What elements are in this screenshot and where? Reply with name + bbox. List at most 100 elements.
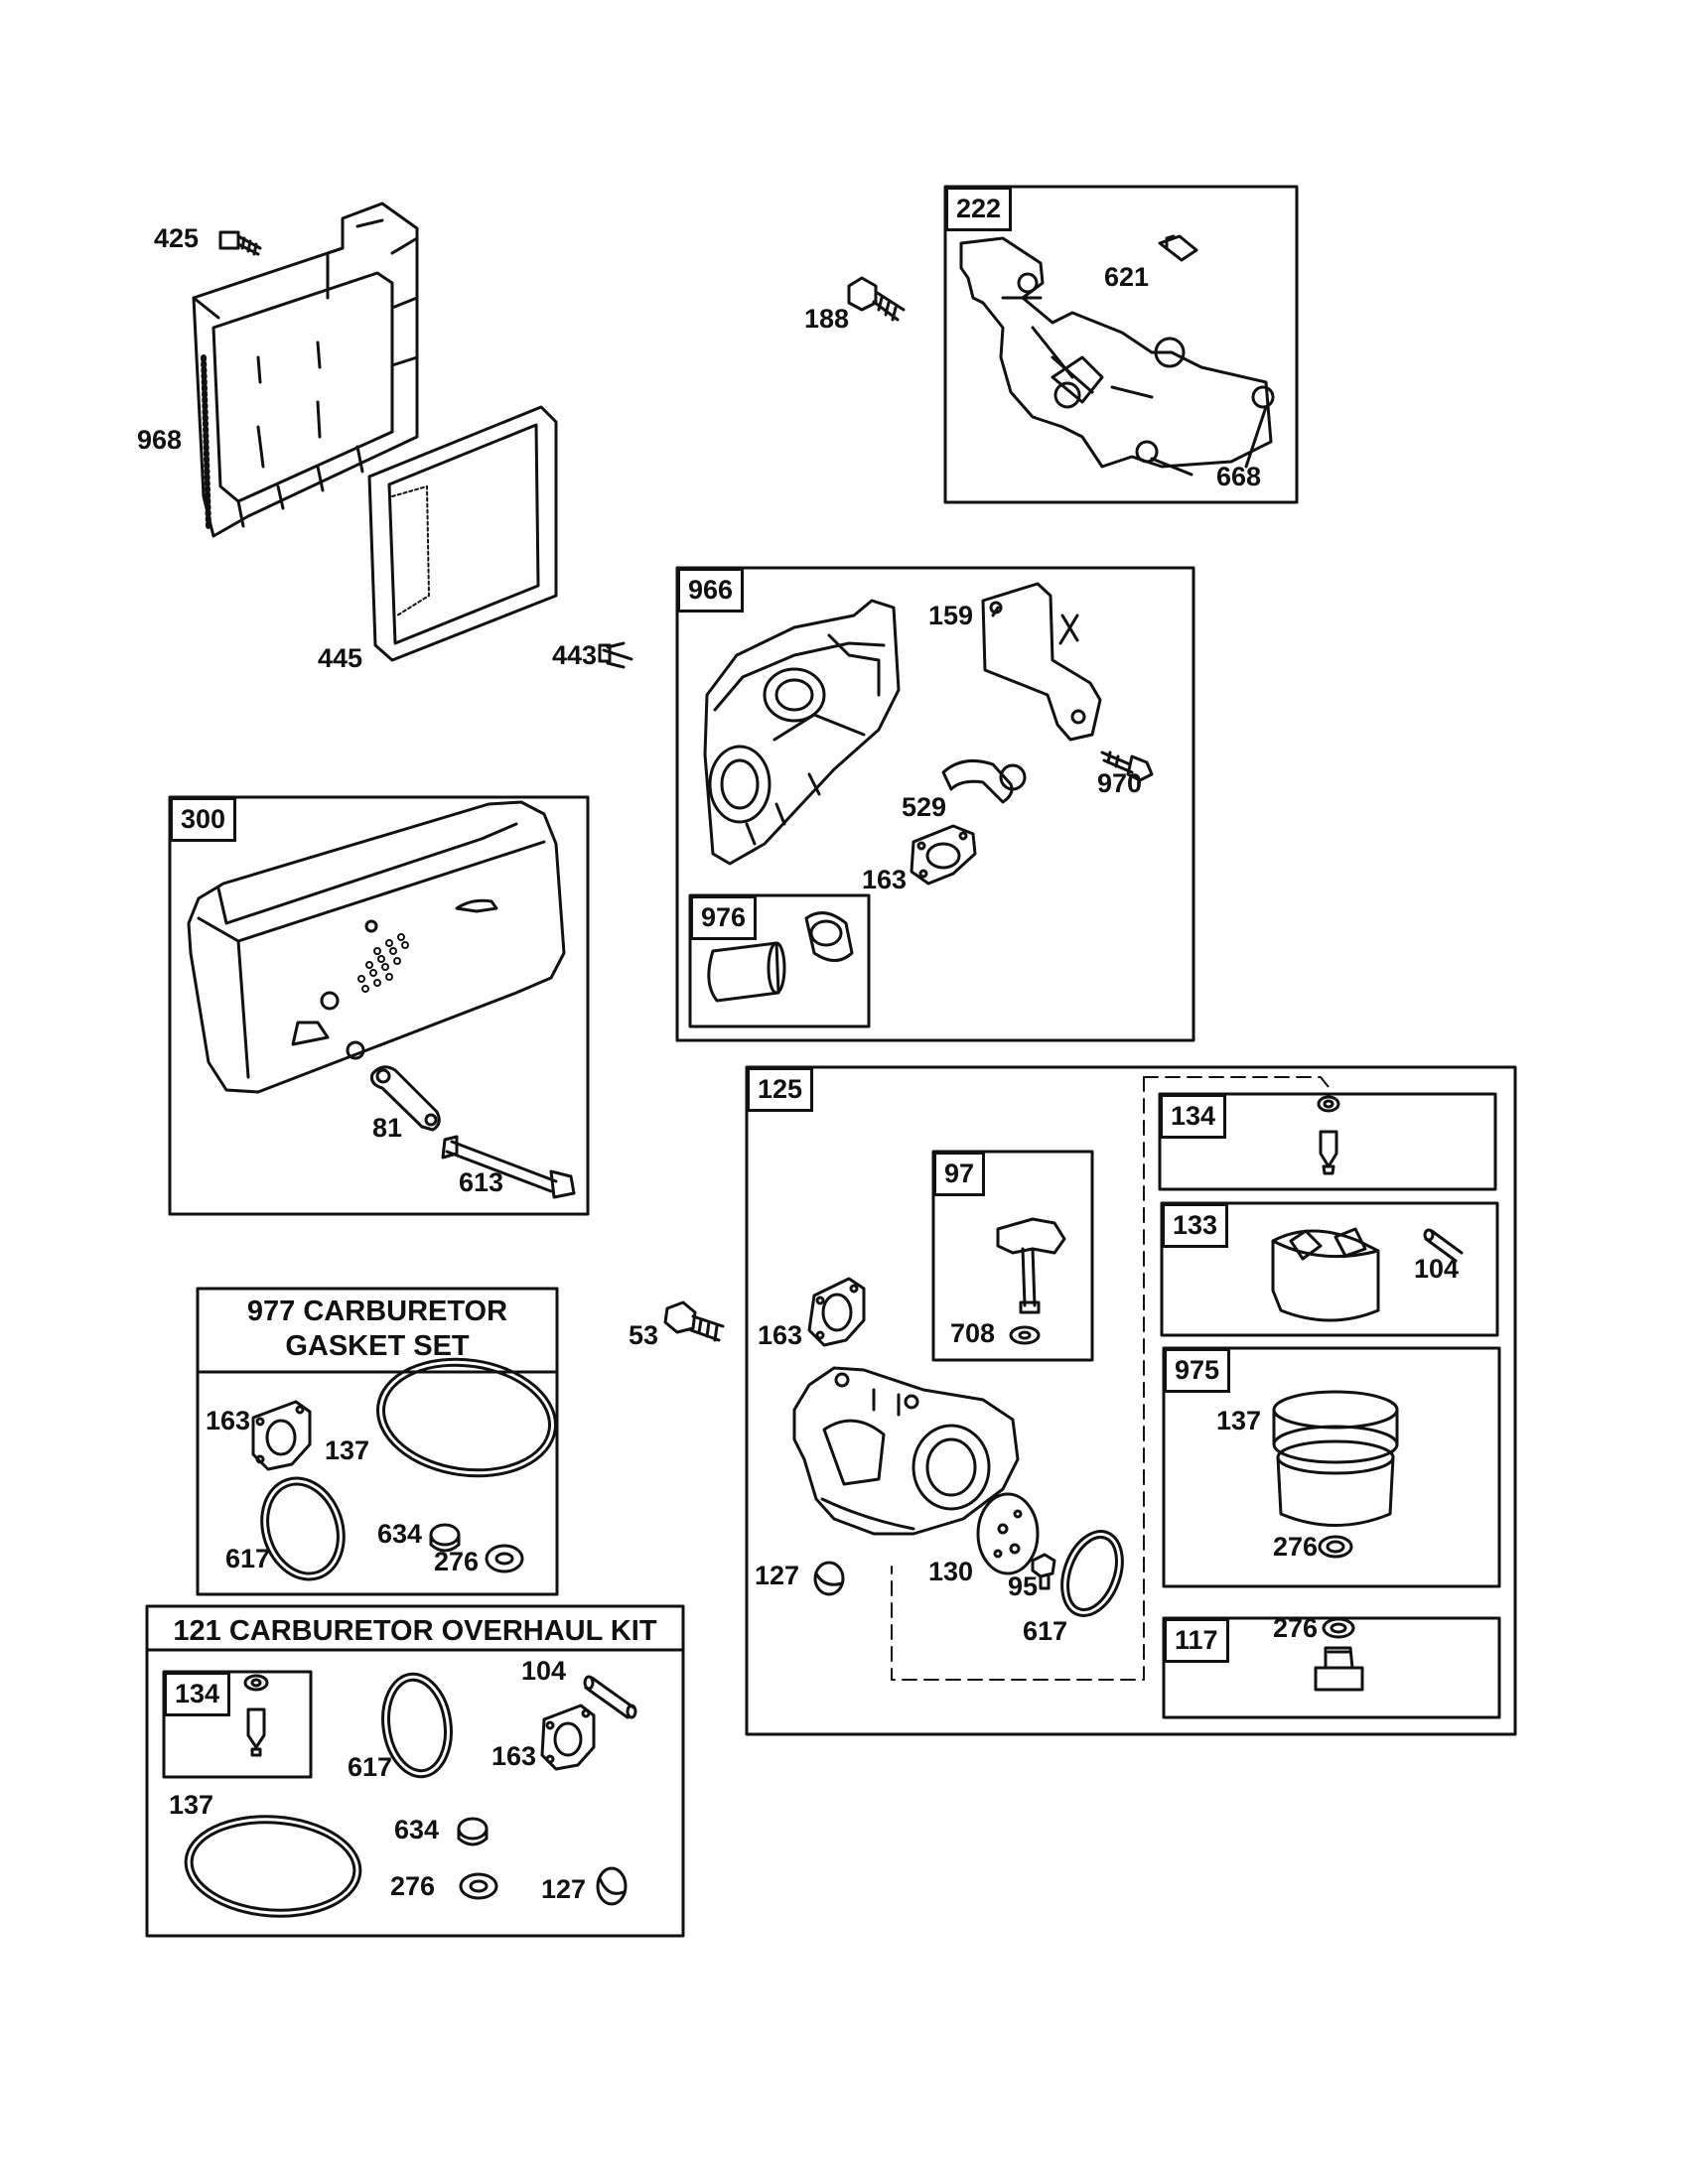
air-cleaner-base-968 — [192, 202, 419, 538]
o-ring-137-kit121 — [184, 1815, 362, 1918]
o-ring-137-kit977 — [376, 1357, 557, 1478]
elbow-529 — [941, 758, 1027, 804]
washer-276-bowl — [1318, 1535, 1353, 1559]
governor-bracket-222 — [959, 236, 1275, 469]
callout-81: 81 — [372, 1113, 403, 1143]
callout-276-kit121: 276 — [390, 1871, 436, 1901]
group-box-133 — [1160, 1201, 1499, 1337]
group-box-300 — [168, 795, 590, 1216]
screw-188 — [847, 276, 906, 322]
seal-634-kit121 — [457, 1817, 489, 1846]
callout-137-bowl: 137 — [1216, 1406, 1262, 1435]
group-tag-134-top: 134 — [1160, 1094, 1227, 1139]
lock-plate-81 — [370, 1065, 441, 1132]
clip-621 — [1158, 234, 1198, 262]
callout-127-kit121: 127 — [541, 1874, 587, 1904]
screw-443 — [598, 641, 633, 669]
group-tag-125: 125 — [747, 1067, 814, 1112]
group-box-222 — [943, 185, 1299, 504]
group-box-97 — [931, 1150, 1094, 1362]
bracket-159 — [981, 582, 1102, 742]
callout-276-117: 276 — [1273, 1613, 1319, 1643]
air-filter-445 — [367, 405, 558, 662]
callout-443: 443 — [552, 640, 598, 670]
carburetor-body — [792, 1366, 1020, 1536]
float-133 — [1271, 1227, 1380, 1322]
o-ring-617-kit121 — [381, 1672, 453, 1779]
callout-137-kit121: 137 — [169, 1790, 214, 1820]
callout-617-kit121: 617 — [348, 1752, 393, 1782]
pin-104-kit — [583, 1675, 637, 1719]
screw-970 — [1100, 751, 1154, 782]
screw-613 — [441, 1135, 576, 1199]
group-tag-97: 97 — [933, 1152, 986, 1196]
o-ring-617-kit977 — [260, 1476, 346, 1581]
callout-621: 621 — [1104, 262, 1150, 292]
callout-634-kit977: 634 — [377, 1519, 423, 1549]
callout-617-kit977: 617 — [225, 1544, 271, 1573]
nozzle-976 — [707, 911, 854, 1003]
seal-634-kit977 — [429, 1523, 461, 1553]
callout-137-kit977: 137 — [325, 1435, 370, 1465]
diaphragm-130 — [976, 1492, 1040, 1575]
needle-134-top — [1317, 1095, 1340, 1175]
kit-box-121 — [145, 1604, 685, 1938]
callout-159: 159 — [928, 601, 974, 630]
callout-617-carb: 617 — [1023, 1616, 1068, 1646]
plug-127-kit121 — [596, 1866, 628, 1906]
screw-425 — [218, 230, 262, 256]
plug-127-carb — [813, 1561, 845, 1596]
muffler-300 — [187, 800, 566, 1094]
group-box-117 — [1162, 1616, 1501, 1719]
group-box-125 — [745, 1065, 1517, 1736]
callout-445: 445 — [318, 643, 363, 673]
callout-276-bowl: 276 — [1273, 1532, 1319, 1562]
group-tag-966: 966 — [677, 568, 745, 613]
kit-title-977: 977 CARBURETOR GASKET SET — [198, 1295, 557, 1364]
callout-163-kit121: 163 — [491, 1741, 537, 1771]
group-tag-222: 222 — [945, 187, 1013, 231]
kit-title-977-line1: 977 CARBURETOR — [246, 1296, 508, 1327]
group-tag-133: 133 — [1162, 1203, 1229, 1248]
washer-276-kit121 — [459, 1872, 498, 1900]
group-box-134-kit — [162, 1670, 313, 1779]
gasket-163-kit121 — [540, 1704, 596, 1771]
callout-127-carb: 127 — [755, 1561, 800, 1590]
o-ring-617-carb — [1060, 1530, 1124, 1617]
callout-95: 95 — [1008, 1571, 1039, 1601]
choke-shaft-708 — [996, 1217, 1066, 1345]
group-tag-300: 300 — [170, 797, 237, 842]
callout-970: 970 — [1097, 768, 1143, 798]
pin-104-float — [1423, 1228, 1464, 1263]
gasket-163-carb — [807, 1277, 866, 1347]
screw-53 — [663, 1300, 725, 1342]
group-box-975 — [1162, 1346, 1501, 1588]
callout-425: 425 — [154, 223, 200, 253]
group-box-976 — [688, 893, 871, 1028]
group-tag-134-kit: 134 — [164, 1672, 231, 1716]
kit-title-121: 121 CARBURETOR OVERHAUL KIT — [173, 1615, 657, 1647]
bowl-975 — [1272, 1390, 1399, 1527]
callout-668: 668 — [1216, 462, 1262, 491]
needle-134-kit — [243, 1674, 269, 1757]
callout-968: 968 — [137, 425, 183, 455]
screw-95 — [1031, 1553, 1056, 1590]
group-tag-117: 117 — [1164, 1618, 1229, 1663]
kit-box-977 — [196, 1287, 559, 1596]
callout-163-carb: 163 — [758, 1320, 803, 1350]
callout-163-intake: 163 — [862, 865, 908, 894]
intake-manifold-966 — [703, 599, 901, 866]
nut-117 — [1314, 1646, 1364, 1692]
washer-276-117 — [1322, 1617, 1355, 1639]
group-tag-975: 975 — [1164, 1348, 1231, 1393]
gasket-163-kit977 — [251, 1400, 312, 1471]
callout-708: 708 — [950, 1318, 996, 1348]
group-box-966 — [675, 566, 1195, 1042]
callout-613: 613 — [459, 1167, 504, 1197]
callout-634-kit121: 634 — [394, 1815, 440, 1844]
group-box-134-top — [1158, 1092, 1497, 1191]
callout-276-kit977: 276 — [434, 1547, 480, 1576]
gasket-163-intake — [910, 824, 977, 886]
callout-529: 529 — [902, 792, 947, 822]
